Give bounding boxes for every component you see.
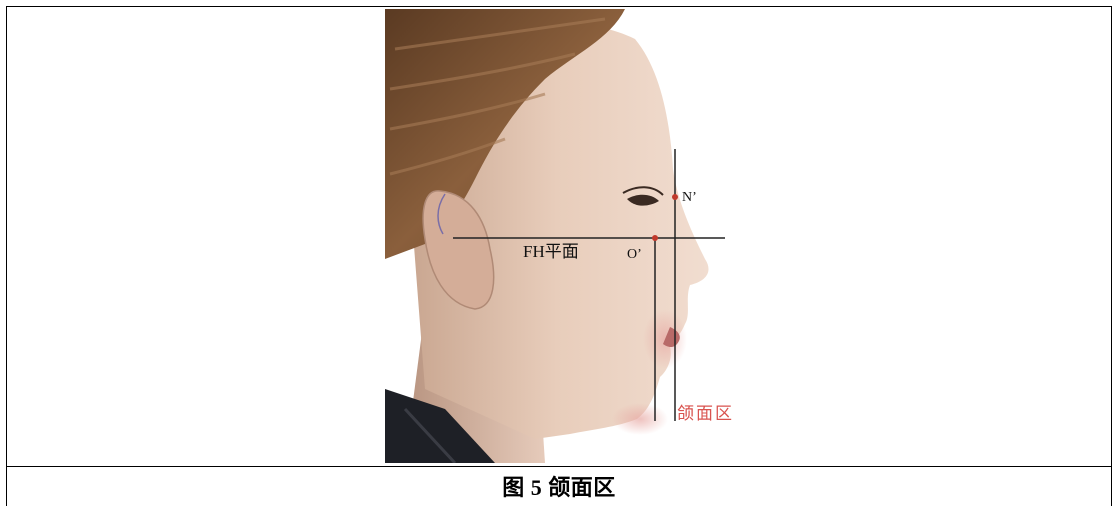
- figure-image-cell: N’ O’ FH平面 颌面区: [7, 7, 1111, 467]
- face-profile-illustration: N’ O’ FH平面 颌面区: [385, 9, 737, 463]
- figure-table: N’ O’ FH平面 颌面区 图 5 颌面区: [6, 6, 1112, 506]
- o-prime-dot: [652, 235, 658, 241]
- figure-caption-cell: 图 5 颌面区: [7, 467, 1111, 507]
- eye-shape: [627, 194, 659, 206]
- jaw-region-label: 颌面区: [677, 404, 734, 423]
- fh-plane-label: FH平面: [523, 242, 579, 261]
- figure-caption: 图 5 颌面区: [502, 475, 616, 500]
- ear-shape: [422, 190, 495, 310]
- n-prime-dot: [672, 194, 678, 200]
- o-prime-label: O’: [627, 247, 642, 262]
- collar-shape: [385, 389, 495, 463]
- n-prime-label: N’: [682, 190, 697, 205]
